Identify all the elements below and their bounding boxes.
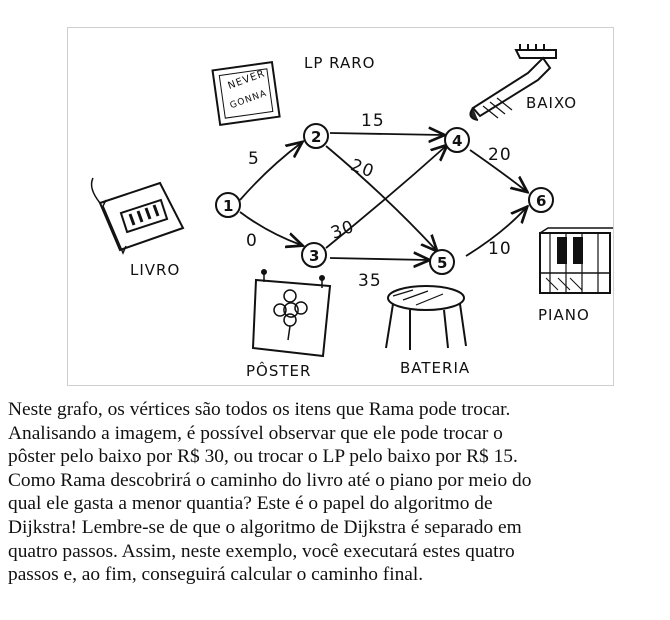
lp-label: LP RARO — [304, 54, 375, 72]
caption-line: Analisando a imagem, é possível observar… — [8, 422, 503, 444]
node-3: 3 — [301, 242, 327, 268]
lp-record-text-bottom: GONNA — [229, 89, 269, 112]
poster-label: PÔSTER — [246, 361, 311, 380]
edge-3-5 — [329, 258, 428, 260]
weight-4-6: 20 — [488, 145, 512, 165]
node-2: 2 — [303, 123, 329, 149]
drums-icon — [385, 285, 467, 350]
weight-5-6: 10 — [488, 239, 512, 259]
caption-line: Como Rama descobrirá o caminho do livro … — [8, 469, 532, 491]
node-5-label: 5 — [437, 254, 447, 272]
node-4-label: 4 — [452, 132, 462, 150]
weight-3-4: 30 — [328, 217, 357, 244]
drums-label: BATERIA — [400, 359, 470, 377]
edge-2-5 — [325, 145, 436, 250]
node-1-label: 1 — [223, 197, 233, 215]
bass-guitar-icon — [469, 44, 557, 121]
caption-line: Neste grafo, os vértices são todos os it… — [8, 399, 511, 420]
edge-1-2 — [239, 143, 301, 201]
graph-edges — [239, 133, 526, 260]
weight-1-2: 5 — [248, 149, 260, 169]
weight-1-3: 0 — [246, 231, 258, 251]
bass-label: BAIXO — [526, 94, 577, 112]
edge-1-3 — [239, 211, 301, 245]
poster-icon — [251, 269, 332, 358]
node-4: 4 — [444, 127, 470, 153]
caption-line: pôster pelo baixo por R$ 30, ou trocar o… — [8, 446, 518, 468]
edge-2-4 — [329, 133, 443, 135]
weight-3-5: 35 — [358, 271, 382, 291]
graph-nodes: 1 2 3 4 5 6 — [215, 123, 554, 275]
weight-2-5: 20 — [348, 155, 377, 182]
node-2-label: 2 — [311, 128, 321, 146]
node-5: 5 — [429, 249, 455, 275]
node-6: 6 — [528, 187, 554, 213]
graph-svg: NEVER GONNA LP RARO BAIXO LIVRO — [90, 44, 613, 380]
node-3-label: 3 — [309, 247, 319, 265]
caption-line: Dijkstra! Lembre-se de que o algoritmo d… — [8, 516, 522, 538]
book-icon — [90, 177, 185, 255]
edge-3-4 — [325, 146, 446, 249]
edge-5-6 — [465, 208, 526, 257]
caption-line: qual ele gasta a menor quantia? Este é o… — [8, 493, 493, 515]
weight-2-4: 15 — [361, 111, 385, 131]
piano-icon — [539, 227, 613, 294]
book-label: LIVRO — [130, 261, 180, 279]
node-6-label: 6 — [536, 192, 546, 210]
edge-4-6 — [469, 149, 526, 191]
lp-record-icon — [211, 60, 281, 127]
piano-label: PIANO — [538, 306, 590, 324]
caption-line: quatro passos. Assim, neste exemplo, voc… — [8, 540, 515, 562]
caption-line: passos e, ao fim, conseguirá calcular o … — [8, 564, 424, 586]
caption-text: Neste grafo, os vértices são todos os it… — [8, 398, 663, 587]
node-1: 1 — [215, 192, 241, 218]
graph-figure: NEVER GONNA LP RARO BAIXO LIVRO — [67, 27, 614, 386]
